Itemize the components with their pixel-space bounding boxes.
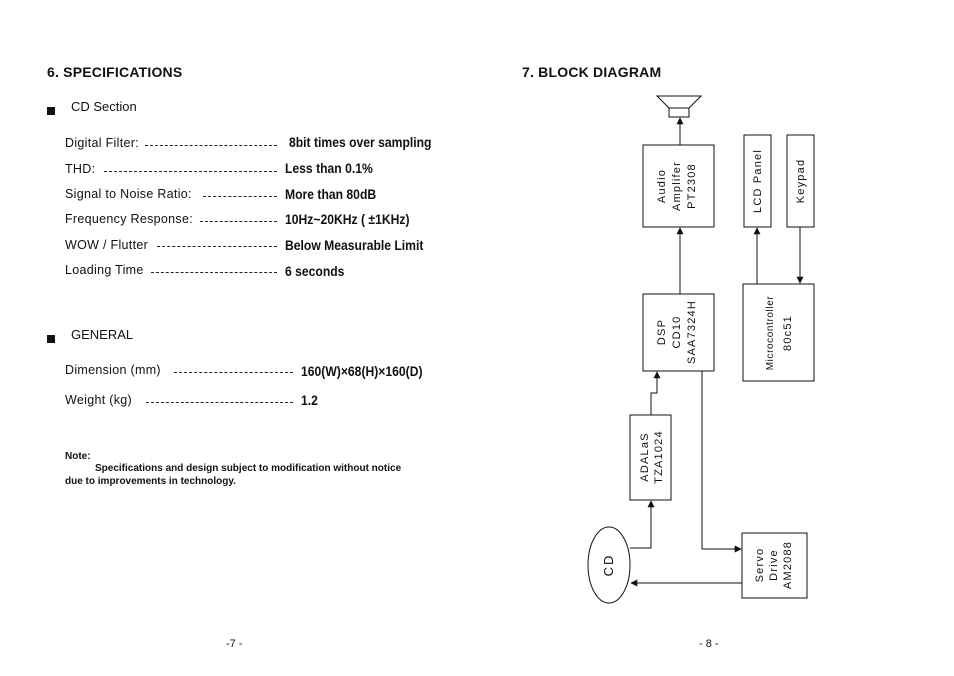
arrow-adalas-to-dsp xyxy=(650,371,661,415)
adalas-label-1: ADALaS xyxy=(639,432,651,481)
dsp-label-2: CD10 xyxy=(671,316,683,349)
leader-dashes xyxy=(151,272,277,273)
servo-drive-block xyxy=(741,532,808,599)
speaker-icon xyxy=(655,95,703,118)
keypad-label: Keypad xyxy=(795,159,807,204)
audio-amplifier-block xyxy=(642,144,715,228)
spec-value-loading-time: 6 seconds xyxy=(285,264,345,279)
spec-label-weight: Weight (kg) xyxy=(65,393,132,407)
spec-value-thd: Less than 0.1% xyxy=(285,161,373,176)
micro-label-1: Microcontroller xyxy=(765,296,776,371)
audio-label-3: PT2308 xyxy=(686,163,698,209)
spec-label-snr: Signal to Noise Ratio: xyxy=(65,187,192,201)
adalas-label-2: TZA1024 xyxy=(653,430,665,484)
leader-dashes xyxy=(145,145,277,146)
dsp-label-3: SAA7324H xyxy=(686,300,698,364)
leader-dashes xyxy=(157,246,277,247)
block-diagram-title: 7. BLOCK DIAGRAM xyxy=(522,64,662,80)
page-number-left: -7 - xyxy=(226,638,243,650)
microcontroller-block xyxy=(742,283,815,382)
dsp-block xyxy=(642,293,715,372)
leader-dashes xyxy=(203,196,277,197)
leader-dashes xyxy=(104,171,277,172)
leader-dashes xyxy=(174,372,293,373)
leader-dashes xyxy=(146,402,293,403)
page-number-right: - 8 - xyxy=(699,638,719,650)
cd-section-label: CD Section xyxy=(71,99,137,114)
bullet-square xyxy=(47,102,55,120)
spec-label-frequency-response: Frequency Response: xyxy=(65,212,193,226)
lcd-panel-block xyxy=(743,134,772,228)
spec-label-digital-filter: Digital Filter: xyxy=(65,136,139,150)
cd-disc xyxy=(587,526,631,604)
arrow-dsp-to-servo xyxy=(701,371,742,553)
spec-label-loading-time: Loading Time xyxy=(65,263,144,277)
note-line-2: due to improvements in technology. xyxy=(65,476,236,487)
servo-label-3: AM2088 xyxy=(782,541,794,589)
cd-label: CD xyxy=(601,554,616,577)
audio-label-2: Amplifer xyxy=(671,161,683,211)
lcd-panel-label: LCD Panel xyxy=(752,149,764,213)
spec-label-dimension: Dimension (mm) xyxy=(65,363,161,377)
servo-label-1: Servo xyxy=(754,548,766,583)
bullet-square xyxy=(47,330,55,348)
audio-label-1: Audio xyxy=(656,169,668,203)
spec-label-wow-flutter: WOW / Flutter xyxy=(65,238,149,252)
spec-value-dimension: 160(W)×68(H)×160(D) xyxy=(301,364,423,379)
servo-label-2: Drive xyxy=(768,549,780,581)
dsp-label-1: DSP xyxy=(656,319,668,345)
spec-value-digital-filter: 8bit times over sampling xyxy=(289,135,432,150)
spec-value-weight: 1.2 xyxy=(301,393,318,408)
note-heading: Note: xyxy=(65,451,91,462)
spec-value-snr: More than 80dB xyxy=(285,187,377,202)
spec-value-frequency-response: 10Hz~20KHz ( ±1KHz) xyxy=(285,212,410,227)
arrow-cd-to-adalas xyxy=(630,500,655,549)
spec-value-wow-flutter: Below Measurable Limit xyxy=(285,238,424,253)
micro-label-2: 80c51 xyxy=(782,315,794,351)
leader-dashes xyxy=(200,221,277,222)
general-label: GENERAL xyxy=(71,327,134,342)
specifications-title: 6. SPECIFICATIONS xyxy=(47,64,183,80)
note-line-1: Specifications and design subject to mod… xyxy=(95,463,402,474)
spec-label-thd: THD: xyxy=(65,162,96,176)
